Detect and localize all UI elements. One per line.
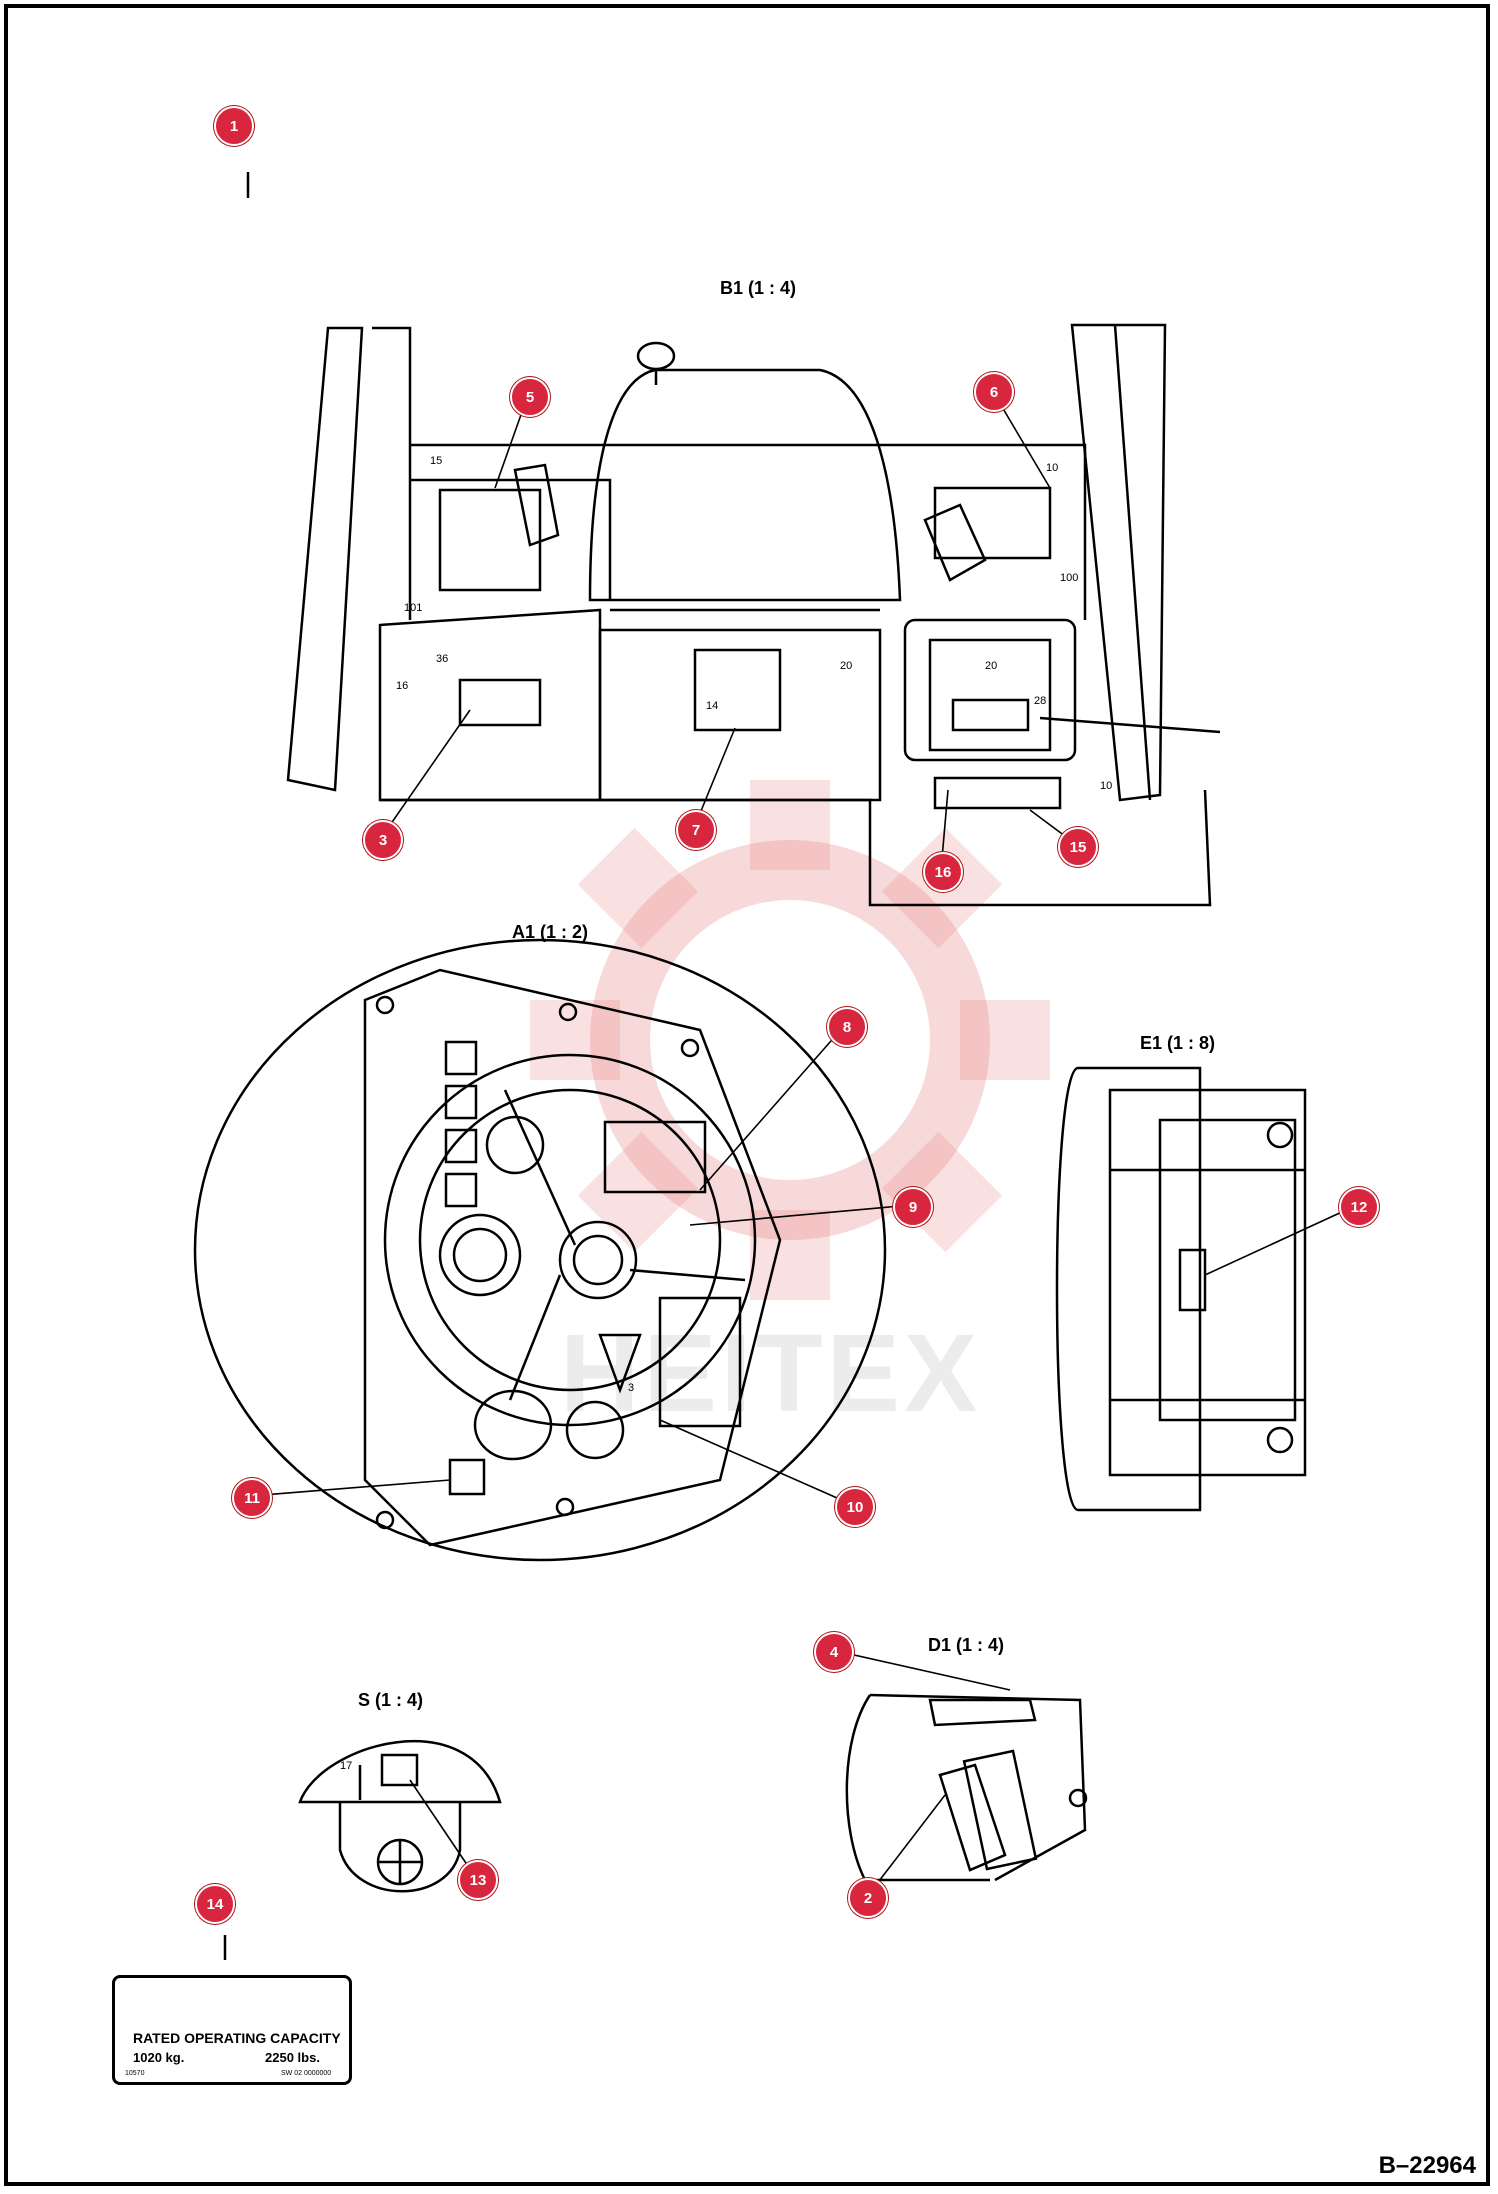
capacity-lbs: 2250 lbs. bbox=[265, 2050, 320, 2065]
view-e1-drawing bbox=[1055, 1066, 1307, 1512]
view-title-e1: E1 (1 : 8) bbox=[1140, 1033, 1216, 1053]
dimension-15: 15 bbox=[430, 455, 443, 467]
drawing-number: B–22964 bbox=[1378, 2152, 1476, 2179]
view-title-s: S (1 : 4) bbox=[358, 1690, 424, 1710]
callout-2[interactable]: 2 bbox=[848, 1878, 888, 1918]
callout-1[interactable]: 1 bbox=[214, 106, 254, 146]
dimension-100: 100 bbox=[1060, 572, 1079, 584]
capacity-kg: 1020 kg. bbox=[133, 2050, 185, 2065]
decal-serial-code: SW 02 0000000 bbox=[281, 2070, 332, 2077]
dimension-17: 17 bbox=[340, 1760, 353, 1772]
view-a1-drawing bbox=[193, 938, 887, 1562]
dimension-28: 28 bbox=[1034, 695, 1047, 707]
capacity-title: RATED OPERATING CAPACITY bbox=[133, 2030, 341, 2046]
view-title-b1: B1 (1 : 4) bbox=[720, 278, 797, 298]
dimension-14: 14 bbox=[706, 700, 719, 712]
dimension-20: 20 bbox=[840, 660, 853, 672]
callout-4[interactable]: 4 bbox=[814, 1632, 854, 1672]
view-s-drawing bbox=[298, 1740, 502, 1893]
drawing-frame bbox=[4, 4, 1490, 2186]
callout-3[interactable]: 3 bbox=[363, 820, 403, 860]
rated-capacity-decal: RATED OPERATING CAPACITY 1020 kg. 2250 l… bbox=[112, 1975, 352, 2085]
callout-9[interactable]: 9 bbox=[893, 1187, 933, 1227]
dimension-16: 16 bbox=[396, 680, 409, 692]
callout-12[interactable]: 12 bbox=[1339, 1187, 1379, 1227]
dimension-20-panel: 20 bbox=[985, 660, 998, 672]
callout-14[interactable]: 14 bbox=[195, 1884, 235, 1924]
dimension-10: 10 bbox=[1046, 462, 1059, 474]
dimension-101: 101 bbox=[404, 602, 423, 614]
callout-13[interactable]: 13 bbox=[458, 1860, 498, 1900]
callout-10[interactable]: 10 bbox=[835, 1487, 875, 1527]
dimension-36: 36 bbox=[436, 653, 449, 665]
view-b1-drawing bbox=[286, 323, 1221, 907]
view-title-a1: A1 (1 : 2) bbox=[512, 922, 589, 942]
callout-5[interactable]: 5 bbox=[510, 377, 550, 417]
callout-6[interactable]: 6 bbox=[974, 372, 1014, 412]
callout-8[interactable]: 8 bbox=[827, 1007, 867, 1047]
callout-7[interactable]: 7 bbox=[676, 810, 716, 850]
dimension-3: 3 bbox=[628, 1382, 635, 1394]
callout-15[interactable]: 15 bbox=[1058, 827, 1098, 867]
callout-11[interactable]: 11 bbox=[232, 1478, 272, 1518]
decal-part-number: 10570 bbox=[125, 2070, 145, 2077]
view-title-d1: D1 (1 : 4) bbox=[928, 1635, 1005, 1655]
view-d1-drawing bbox=[845, 1693, 1088, 1882]
dimension-10-lower: 10 bbox=[1100, 780, 1113, 792]
callout-16[interactable]: 16 bbox=[923, 852, 963, 892]
